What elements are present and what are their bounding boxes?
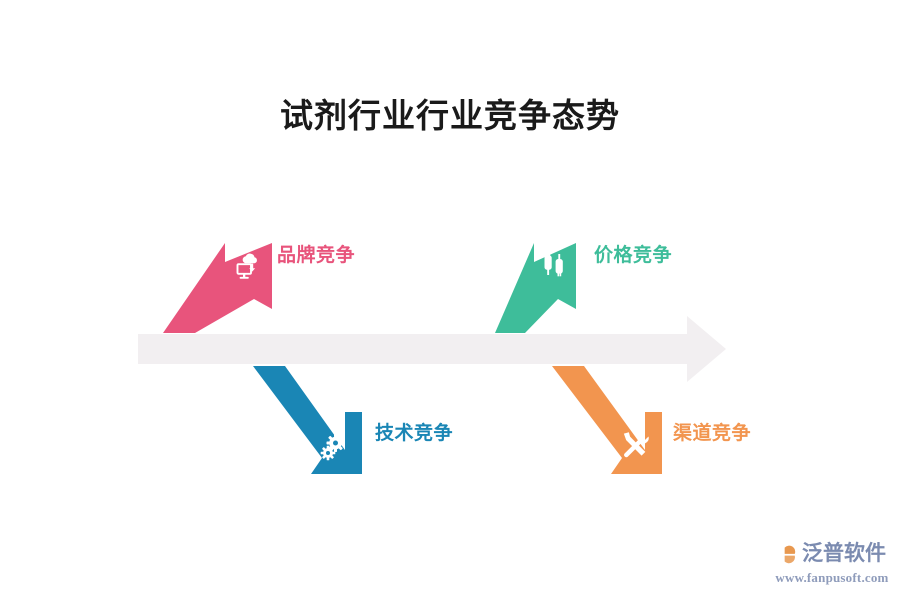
brand-logo-url: www.fanpusoft.com: [775, 570, 889, 585]
branch-arrow-tech[interactable]: [253, 366, 362, 474]
branch-label-tech[interactable]: 技术竞争: [375, 423, 454, 444]
cloud-monitor-icon: [236, 253, 257, 279]
wrench-screwdriver-icon: [623, 432, 649, 458]
branch-label-channel[interactable]: 渠道竞争: [673, 423, 752, 444]
branch-arrow-channel[interactable]: [552, 366, 662, 474]
gears-icon: [320, 434, 345, 461]
brand-logo-text: 泛普软件: [802, 541, 886, 565]
fanpu-logo-mark-icon: [773, 542, 796, 564]
branch-label-price[interactable]: 价格竞争: [594, 245, 673, 266]
usb-plug-icon: [544, 252, 563, 277]
page-title: 试剂行业行业竞争态势: [280, 97, 620, 134]
brand-logo[interactable]: 泛普软件 www.fanpusoft.com: [772, 538, 892, 588]
branch-arrow-brand[interactable]: [163, 243, 272, 333]
branch-arrow-price[interactable]: [495, 243, 576, 333]
main-spine-arrow: [138, 316, 726, 382]
branch-label-brand[interactable]: 品牌竞争: [277, 245, 356, 266]
brand-logo-row: 泛普软件: [772, 538, 892, 568]
